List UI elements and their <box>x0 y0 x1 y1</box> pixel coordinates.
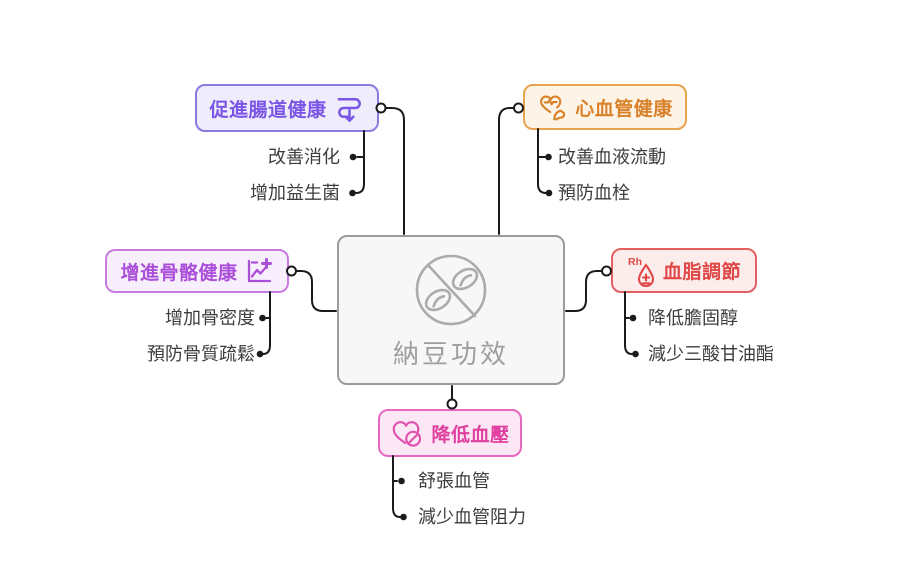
child-label-improve-digestion: 改善消化 <box>268 147 340 167</box>
branch-bone-health[interactable]: 增進骨骼健康 <box>105 249 289 293</box>
link-bp-children <box>392 455 401 518</box>
health-chart-plus-icon <box>247 258 272 283</box>
link-bone-children <box>262 291 271 355</box>
link-lipid-center <box>565 270 603 312</box>
rh-blood-drop-icon: Rh <box>628 256 655 287</box>
child-label-prevent-thrombosis: 預防血栓 <box>558 183 630 203</box>
link-bone-center <box>295 270 337 312</box>
child-label-increase-bone-density: 增加骨密度 <box>165 308 255 328</box>
child-label-reduce-vascular-resistance: 減少血管阻力 <box>418 507 526 527</box>
child-label-improve-blood-flow: 改善血液流動 <box>558 147 666 167</box>
child-label-prevent-osteoporosis: 預防骨質疏鬆 <box>147 344 255 364</box>
branch-cardio-label: 心血管健康 <box>575 98 673 120</box>
child-label-reduce-triglycerides: 減少三酸甘油酯 <box>648 344 774 364</box>
link-gut-children <box>355 130 365 194</box>
svg-text:Rh: Rh <box>628 256 642 268</box>
heart-pulse-muscle-icon <box>540 95 566 121</box>
child-label-lower-cholesterol: 降低膽固醇 <box>648 308 738 328</box>
link-gut-center <box>385 107 405 235</box>
link-cardio-children <box>537 128 547 194</box>
child-label-dilate-vessels: 舒張血管 <box>418 471 490 491</box>
link-cardio-center <box>498 107 515 235</box>
branch-cardiovascular-health[interactable]: 心血管健康 <box>523 84 687 130</box>
branch-gut-label: 促進腸道健康 <box>209 99 327 121</box>
branch-bp-label: 降低血壓 <box>431 424 510 446</box>
natto-beans-circle-slash-icon <box>415 254 487 325</box>
intestines-arrow-icon <box>337 97 361 122</box>
branch-lower-blood-pressure[interactable]: 降低血壓 <box>378 409 522 457</box>
branch-bone-label: 增進骨骼健康 <box>120 262 238 284</box>
central-node-label: 納豆功效 <box>392 338 509 369</box>
branch-blood-lipid-regulation[interactable]: Rh 血脂調節 <box>611 248 757 293</box>
child-label-increase-probiotics: 增加益生菌 <box>250 183 340 203</box>
link-lipid-children <box>624 291 633 355</box>
branch-gut-health[interactable]: 促進腸道健康 <box>195 84 379 132</box>
central-node-natto[interactable]: 納豆功效 <box>337 235 565 385</box>
branch-lipid-label: 血脂調節 <box>662 262 741 283</box>
heart-prohibition-icon <box>393 420 422 447</box>
